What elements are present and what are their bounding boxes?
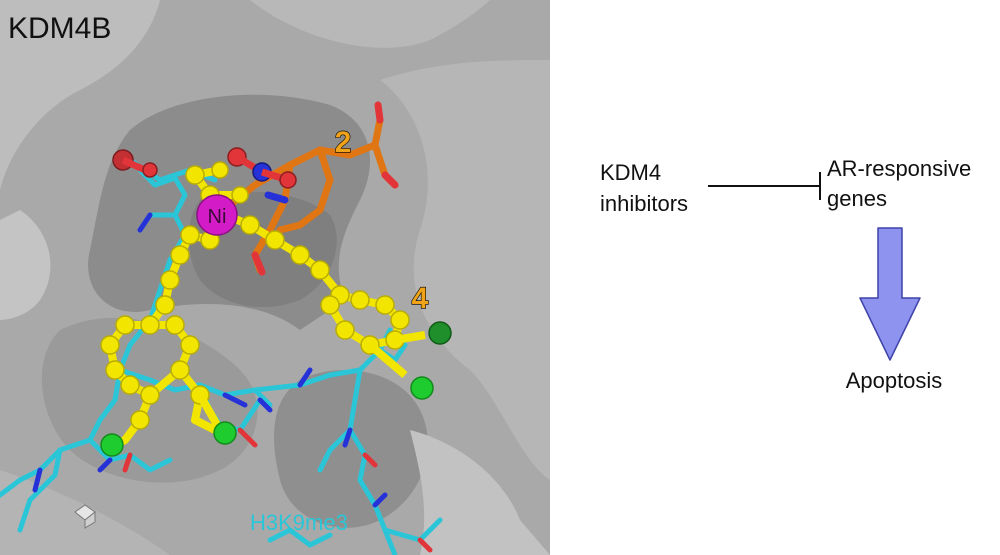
outcome-label: Apoptosis bbox=[846, 368, 943, 393]
compound-2-label: 2 bbox=[335, 126, 352, 159]
nickel-atom: Ni bbox=[196, 194, 238, 236]
downward-arrow-icon bbox=[859, 227, 921, 361]
inhibition-arrow bbox=[708, 172, 821, 200]
surface-artifact bbox=[74, 504, 96, 529]
ligand-heteroatom-balls bbox=[112, 147, 297, 189]
inhibitor-label-line-2: inhibitors bbox=[600, 191, 688, 216]
inhibitor-label-line-1: KDM4 bbox=[600, 160, 661, 185]
peptide-label: H3K9me3 bbox=[250, 510, 348, 535]
compound-4-atoms bbox=[100, 161, 410, 430]
protein-label: KDM4B bbox=[8, 12, 111, 45]
chlorine-atoms bbox=[100, 321, 452, 457]
target-label-line-2: genes bbox=[827, 186, 887, 211]
target-label-line-1: AR-responsive bbox=[827, 156, 971, 181]
pathway-panel: KDM4 inhibitors AR-responsive genes Apop… bbox=[600, 156, 971, 393]
nickel-label: Ni bbox=[208, 206, 227, 228]
compound-2-heteroatoms bbox=[251, 101, 399, 276]
compound-4-label: 4 bbox=[412, 282, 429, 315]
peptide-heteroatoms bbox=[32, 212, 433, 553]
structure-panel: Ni KDM4B 2 4 H3K9me3 bbox=[0, 0, 550, 555]
